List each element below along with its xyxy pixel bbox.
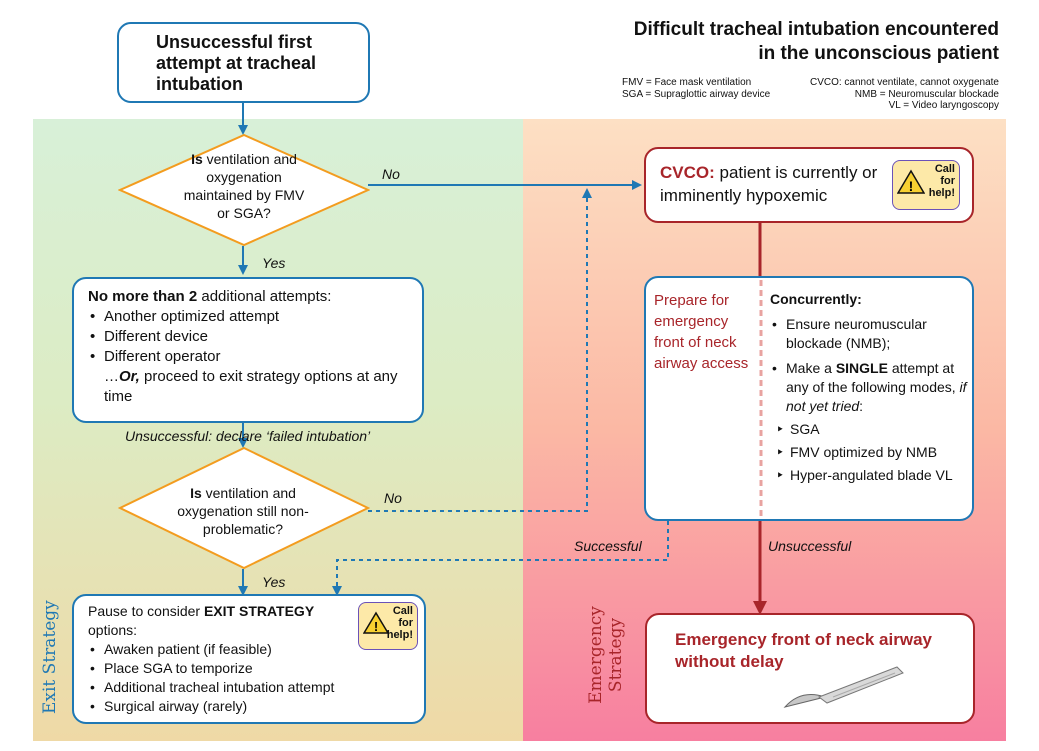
list-item: Awaken patient (if feasible) — [88, 640, 358, 659]
label-unsuccessful-1: Unsuccessful: declare ‘failed intubation… — [125, 428, 371, 444]
decision-1-bold: Is — [191, 151, 203, 167]
legend-cvco: CVCO: cannot ventilate, cannot oxygenate — [809, 77, 999, 88]
emergency-text: Emergency front of neck airway without d… — [675, 630, 932, 671]
exit-list: Awaken patient (if feasible) Place SGA t… — [88, 640, 358, 716]
attempts-box: No more than 2 additional attempts: Anot… — [72, 277, 424, 423]
list-item: Another optimized attempt — [88, 307, 414, 327]
exit-heading: Pause to consider EXIT STRATEGY options: — [88, 602, 358, 640]
concurrently-heading: Concurrently: — [770, 291, 862, 307]
start-box: Unsuccessful first attempt at tracheal i… — [117, 22, 370, 103]
list-item: Hyper-angulated blade VL — [774, 466, 970, 485]
attempts-or-bold: Or, — [119, 368, 140, 385]
page-title: Difficult tracheal intubation encountere… — [634, 18, 999, 66]
decision-2-rest: ventilation and oxygenation still non-pr… — [177, 485, 309, 537]
emergency-box: Emergency front of neck airway without d… — [645, 613, 975, 724]
attempts-heading-rest: additional attempts: — [197, 288, 332, 305]
call-for-help-text: Call for help! — [386, 605, 413, 641]
emergency-strategy-label: Emergency Strategy — [586, 606, 626, 704]
svg-text:!: ! — [909, 178, 914, 194]
call-for-help-badge-exit: ! Call for help! — [358, 602, 418, 650]
call-for-help-text: Call for help! — [928, 163, 955, 199]
arrow-successful-dashed — [332, 521, 669, 596]
item2-bold: SINGLE — [835, 360, 888, 376]
legend-left: FMV = Face mask ventilation SGA = Suprag… — [622, 77, 770, 100]
item2-italic: if not yet tried — [786, 379, 967, 414]
list-item: Surgical airway (rarely) — [88, 697, 358, 716]
list-item: FMV optimized by NMB — [774, 443, 970, 462]
cvco-rest: patient is currently or imminently hypox… — [660, 163, 878, 205]
list-item: Different operator — [88, 347, 414, 367]
attempts-or-prefix: … — [104, 368, 119, 385]
legend-fmv: FMV = Face mask ventilation — [622, 77, 752, 88]
exit-strategy-box: Pause to consider EXIT STRATEGY options:… — [72, 594, 426, 724]
attempts-or-rest: proceed to exit strategy options at any … — [104, 368, 398, 405]
modes-list: SGA FMV optimized by NMB Hyper-angulated… — [770, 420, 970, 485]
cvco-text: CVCO: patient is currently or imminently… — [660, 161, 890, 207]
item2-b: attempt at any of the following modes, — [786, 360, 960, 395]
list-item: Different device — [88, 327, 414, 347]
prepare-text: Prepare for emergency front of neck airw… — [654, 292, 749, 372]
list-item: Additional tracheal intubation attempt — [88, 678, 358, 697]
concurrently-list: Ensure neuromuscular blockade (NMB); Mak… — [770, 315, 970, 416]
cvco-box: CVCO: patient is currently or imminently… — [644, 147, 974, 223]
decision-2-bold: Is — [190, 485, 202, 501]
decision-1-rest: ventilation and oxygenation maintained b… — [183, 151, 305, 221]
label-no-1: No — [382, 166, 400, 182]
arrow-no2-dashed — [368, 188, 592, 512]
list-item: Make a SINGLE attempt at any of the foll… — [770, 359, 970, 416]
concurrent-divider — [759, 280, 763, 518]
label-successful: Successful — [574, 538, 642, 554]
item2-a: Make a — [786, 360, 836, 376]
title-line-1: Difficult tracheal intubation encountere… — [633, 19, 999, 40]
legend-sga: SGA = Supraglottic airway device — [622, 88, 771, 100]
attempts-heading: No more than 2 additional attempts: — [88, 287, 414, 307]
exit-heading-text: Pause to consider — [88, 603, 204, 619]
exit-heading-rest: options: — [88, 622, 138, 638]
scalpel-icon — [783, 666, 904, 708]
label-yes-2: Yes — [262, 574, 286, 590]
warning-icon: ! — [363, 611, 389, 634]
decision-2-diamond — [118, 446, 370, 570]
call-for-help-badge-cvco: ! Call for help! — [892, 160, 960, 210]
attempts-list: Another optimized attempt Different devi… — [88, 307, 414, 367]
list-item: Ensure neuromuscular blockade (NMB); — [770, 315, 970, 353]
exit-heading-bold: EXIT STRATEGY — [203, 603, 315, 619]
decision-1-diamond — [118, 133, 370, 247]
label-unsuccessful-2: Unsuccessful — [768, 538, 852, 554]
list-item: Place SGA to temporize — [88, 659, 358, 678]
attempts-or-line: …Or, proceed to exit strategy options at… — [88, 367, 414, 407]
svg-text:!: ! — [374, 619, 378, 634]
cvco-bold: CVCO: — [660, 163, 715, 182]
start-box-text: Unsuccessful first attempt at tracheal i… — [156, 32, 317, 94]
title-line-2: in the unconscious patient — [758, 43, 999, 64]
warning-icon: ! — [897, 169, 925, 194]
list-item: SGA — [774, 420, 970, 439]
legend-nmb: NMB = Neuromuscular blockade — [854, 88, 999, 100]
legend-right: CVCO: cannot ventilate, cannot oxygenate… — [810, 77, 999, 112]
concurrently-box: Prepare for emergency front of neck airw… — [644, 276, 974, 521]
legend-vl: VL = Video laryngoscopy — [888, 100, 999, 111]
exit-strategy-label: Exit Strategy — [40, 600, 60, 714]
item2-c: : — [859, 398, 864, 414]
label-yes-1: Yes — [262, 255, 286, 271]
attempts-heading-bold: No more than 2 — [88, 288, 198, 305]
label-no-2: No — [384, 490, 402, 506]
decision-2-text: Is ventilation and oxygenation still non… — [172, 484, 314, 538]
decision-1-text: Is ventilation and oxygenation maintaine… — [180, 150, 308, 222]
